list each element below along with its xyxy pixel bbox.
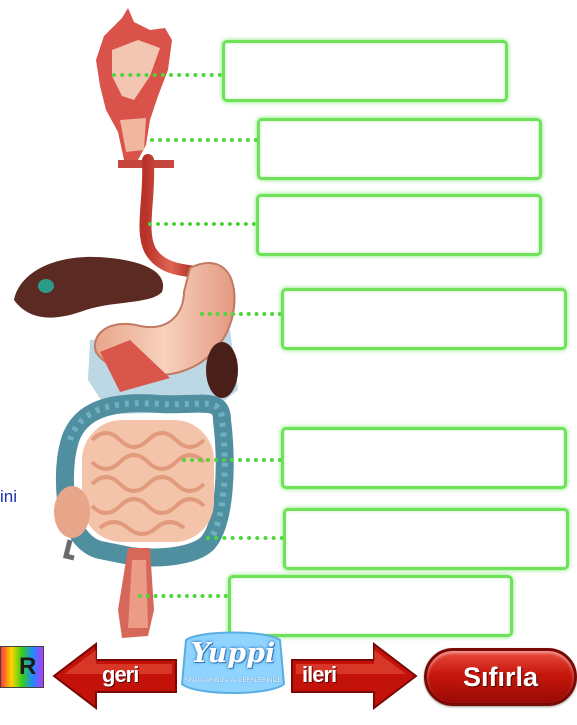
- leader-line-5: [182, 458, 282, 462]
- leader-line-4: [200, 312, 282, 316]
- leader-line-3: [148, 222, 256, 226]
- side-instruction-text: ini: [0, 487, 17, 507]
- leader-line-6: [206, 536, 284, 540]
- label-box-6[interactable]: [283, 508, 569, 570]
- liver-shape: [14, 257, 163, 318]
- leader-line-1: [112, 73, 222, 77]
- leader-line-7: [138, 594, 228, 598]
- back-button-label: geri: [102, 662, 138, 688]
- leader-line-2: [150, 138, 258, 142]
- record-icon[interactable]: R: [0, 646, 44, 688]
- logo-text: Yuppi: [180, 638, 286, 669]
- label-box-5[interactable]: [281, 427, 567, 489]
- mouth-pharynx-shape: [96, 8, 174, 168]
- reset-button[interactable]: Sıfırla: [424, 648, 577, 706]
- label-box-7[interactable]: [228, 575, 513, 637]
- label-box-2[interactable]: [257, 118, 542, 180]
- yuppi-logo: Yuppi SINAVLARINIZA ve DERSLERİNİZE: [180, 630, 286, 698]
- record-icon-letter: R: [19, 653, 36, 681]
- label-box-4[interactable]: [281, 288, 567, 350]
- back-button[interactable]: geri: [50, 640, 180, 712]
- esophagus-shape: [145, 160, 196, 272]
- logo-tagline: SINAVLARINIZA ve DERSLERİNİZE: [180, 678, 286, 684]
- label-box-3[interactable]: [256, 194, 542, 256]
- next-button[interactable]: ileri: [288, 640, 420, 712]
- next-button-label: ileri: [302, 662, 336, 688]
- label-box-1[interactable]: [222, 40, 508, 102]
- small-intestine-shape: [82, 420, 214, 542]
